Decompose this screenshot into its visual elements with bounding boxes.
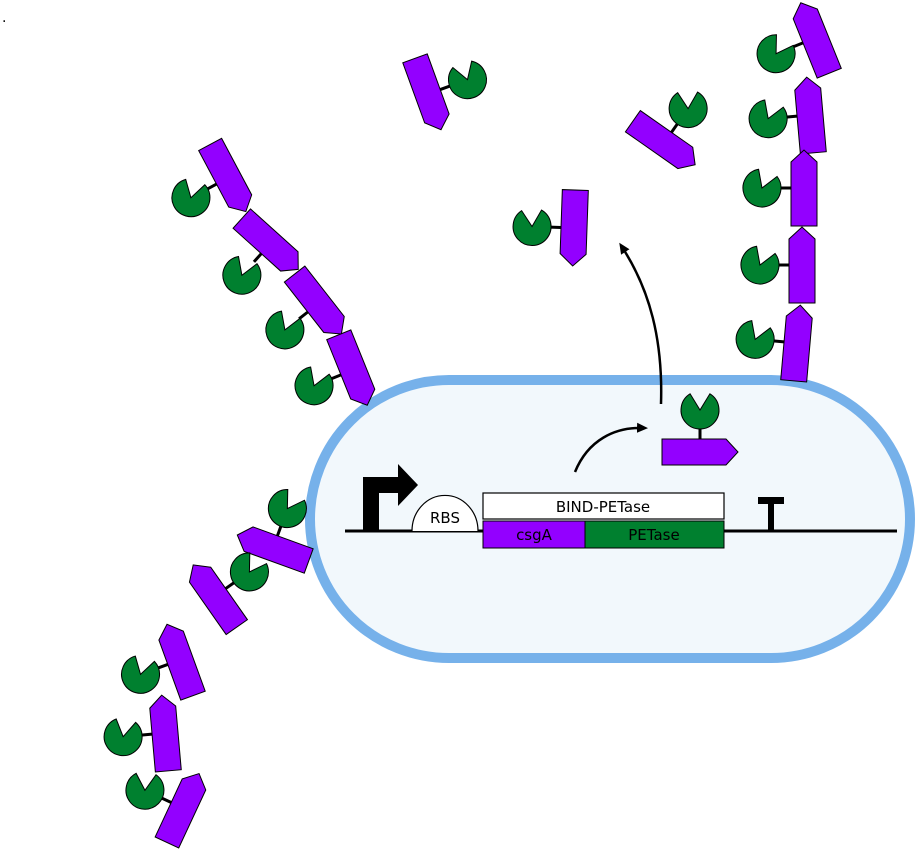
expression-arrow [573,422,648,473]
construct-label: BIND-PETase [556,498,650,516]
petase-enzyme-icon [756,34,796,74]
terminator-icon [758,497,784,531]
csga-subunit-icon [198,137,253,213]
fusion-unit [125,772,207,849]
petase-enzyme-icon [735,320,775,359]
linker [252,252,263,263]
fusion-unit [402,53,487,131]
petase-enzyme-icon [668,91,708,129]
construct-box [482,492,725,520]
fusion-unit [756,2,842,79]
petase-enzyme-icon [121,655,161,694]
csga-subunit-icon [154,772,207,849]
fusion-proteins [103,2,842,849]
petase-enzyme-icon [680,393,720,430]
petase-label: PETase [628,526,679,544]
csga-subunit-icon [790,149,818,227]
petase-gene [584,520,725,549]
petase-enzyme-icon [265,310,305,350]
linker [298,310,309,320]
csga-subunit-icon [780,304,813,383]
csga-subunit-icon [559,189,589,267]
csga-subunit-icon [236,526,314,574]
linker [785,114,798,119]
fusion-unit [661,393,739,466]
csga-subunit-icon [794,76,827,155]
linker [224,581,236,590]
csga-subunit-icon [624,109,696,170]
linker [439,84,452,91]
petase-enzyme-icon [171,178,211,218]
fusion-unit [265,265,345,350]
linker [670,122,679,134]
csga-subunit-icon [158,623,206,701]
csga-subunit-icon [661,438,739,466]
csga-subunit-icon [792,2,842,79]
fusion-unit [294,329,376,406]
csga-subunit-icon [232,208,299,272]
petase-enzyme-icon [103,718,143,757]
linker [792,41,804,49]
petase-enzyme-icon [512,209,552,247]
fusion-unit [735,304,813,383]
csga-subunit-icon [149,694,182,773]
petase-enzyme-icon [222,255,262,295]
fusion-unit [624,91,708,170]
linker [772,339,785,344]
rbs-icon [411,494,479,532]
linker [330,373,342,381]
rbs-label: RBS [430,509,460,527]
petase-enzyme-icon [748,99,788,139]
csga-subunit-icon [788,226,816,304]
linker [160,796,172,804]
csga-subunit-icon [188,564,249,636]
promoter-icon [363,464,418,531]
fusion-unit [171,137,253,218]
csga-gene [482,520,586,549]
fusion-unit [103,694,182,773]
csga-subunit-icon [326,329,376,406]
petase-enzyme-icon [267,489,307,529]
linker [140,732,153,737]
linker [156,663,169,670]
fusion-unit [742,149,818,227]
fusion-unit [236,489,314,574]
fusion-unit [512,189,589,267]
linker [206,182,218,191]
linker [276,524,283,537]
fusion-unit [748,76,827,155]
petase-enzyme-icon [742,168,782,208]
secretion-arrow [619,242,663,405]
fusion-unit [222,208,299,295]
petase-enzyme-icon [448,60,487,100]
petase-enzyme-icon [740,245,780,285]
fusion-unit [121,623,206,701]
petase-enzyme-icon [125,772,165,810]
petase-enzyme-icon [229,552,269,592]
fusion-unit [188,552,269,636]
fusion-unit [740,226,816,304]
csga-subunit-icon [283,265,345,335]
corner-mark: . [2,10,6,26]
csga-label: csgA [516,526,553,544]
csga-subunit-icon [402,53,450,131]
petase-enzyme-icon [294,366,334,406]
